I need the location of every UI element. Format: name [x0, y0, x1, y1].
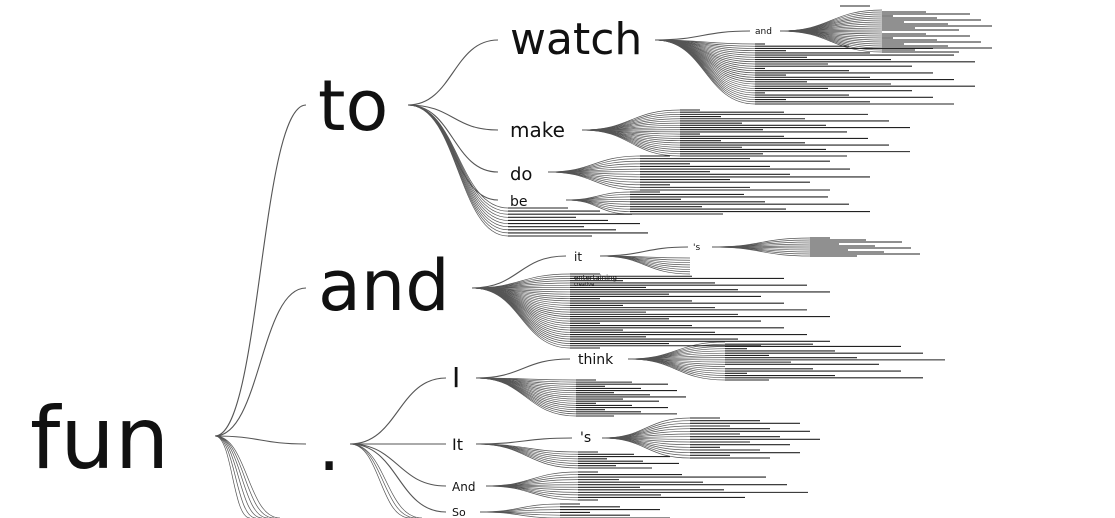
edge-fun-more: [214, 435, 269, 518]
fan-I-curve: [475, 377, 577, 417]
edge-fun-and: [214, 287, 307, 437]
fan-to-rest-curve: [407, 104, 509, 221]
fan-I-curve: [475, 377, 577, 410]
edge-It-s: [475, 437, 573, 445]
edge-fun-more: [214, 435, 263, 518]
fan-I-curve: [475, 377, 577, 402]
edge-to-watch: [407, 39, 499, 106]
edge-fun-more: [214, 435, 257, 518]
branch-And[interactable]: And: [452, 480, 475, 494]
fan-be-curve: [565, 191, 631, 201]
edge-to-do: [407, 104, 499, 173]
branch-I[interactable]: I: [452, 361, 460, 394]
continuation-lines: [508, 5, 992, 518]
fan-it-s-curve: [711, 246, 811, 257]
branch-do[interactable]: do: [510, 164, 532, 185]
edge-period-more: [349, 443, 417, 518]
branch-be[interactable]: be: [510, 194, 528, 210]
edge-period-more: [349, 443, 411, 518]
branch-it-s[interactable]: 's: [693, 243, 700, 253]
fan-it-curve: [599, 255, 691, 275]
root-word[interactable]: fun: [30, 389, 169, 489]
fan-do-curve: [547, 171, 641, 191]
fan-to-rest-curve: [407, 104, 509, 218]
edge-period-more: [349, 443, 423, 518]
branch-and[interactable]: and: [318, 245, 450, 327]
edge-fun-more: [214, 435, 275, 518]
fan-It-curve: [475, 443, 579, 469]
fan-be-curve: [565, 199, 631, 215]
tree-edges: [214, 30, 751, 518]
fan-So-curve: [479, 509, 561, 513]
fan-It-s-curve: [601, 437, 691, 459]
fan-And-curve: [485, 485, 579, 501]
edge-to-make: [407, 104, 499, 131]
edge-it-s: [599, 246, 689, 257]
edge-fun-period: [214, 435, 307, 445]
branch-creative[interactable]: creative: [574, 282, 594, 288]
branch-watch[interactable]: watch: [510, 14, 642, 65]
fan-I-think-curve: [627, 358, 726, 381]
edge-and-it: [471, 255, 567, 289]
branch-to[interactable]: to: [318, 65, 388, 147]
fan-to-rest-curve: [407, 104, 509, 215]
branch-make[interactable]: make: [510, 118, 565, 142]
fan-and-curve: [471, 287, 571, 349]
edge-I-think: [475, 358, 571, 379]
edge-period-I: [349, 377, 447, 445]
edge-period-And: [349, 443, 447, 487]
branch-It[interactable]: It: [452, 435, 463, 454]
fan-make-curve: [581, 118, 681, 131]
branch-It-s[interactable]: 's: [580, 430, 591, 446]
edge-period-So: [349, 443, 447, 513]
branch-entertaining[interactable]: entertaining: [574, 274, 617, 282]
fan-to-rest-curve: [407, 104, 509, 212]
fan-to-rest-curve: [407, 104, 509, 224]
fan-watch-curve: [654, 39, 756, 103]
fan-to-rest-curve: [407, 104, 509, 228]
edge-fun-more: [214, 435, 281, 518]
branch-period[interactable]: .: [318, 405, 340, 487]
fan-It-curve: [475, 443, 579, 453]
edge-fun-to: [214, 104, 307, 437]
fan-watch-and-curve: [779, 30, 883, 53]
fan-make-curve: [581, 129, 681, 157]
edge-watch-and: [654, 30, 751, 41]
branch-it[interactable]: it: [574, 250, 582, 264]
continuation-fans: [407, 9, 883, 518]
edge-fun-more: [214, 435, 251, 518]
branch-watch-and[interactable]: and: [755, 27, 772, 37]
fan-to-rest-curve: [407, 104, 509, 237]
fan-do-curve: [547, 158, 641, 173]
fan-watch-curve: [654, 39, 756, 105]
branch-So[interactable]: So: [452, 506, 466, 518]
branch-I-think[interactable]: think: [578, 352, 614, 368]
fan-to-rest-curve: [407, 104, 509, 231]
